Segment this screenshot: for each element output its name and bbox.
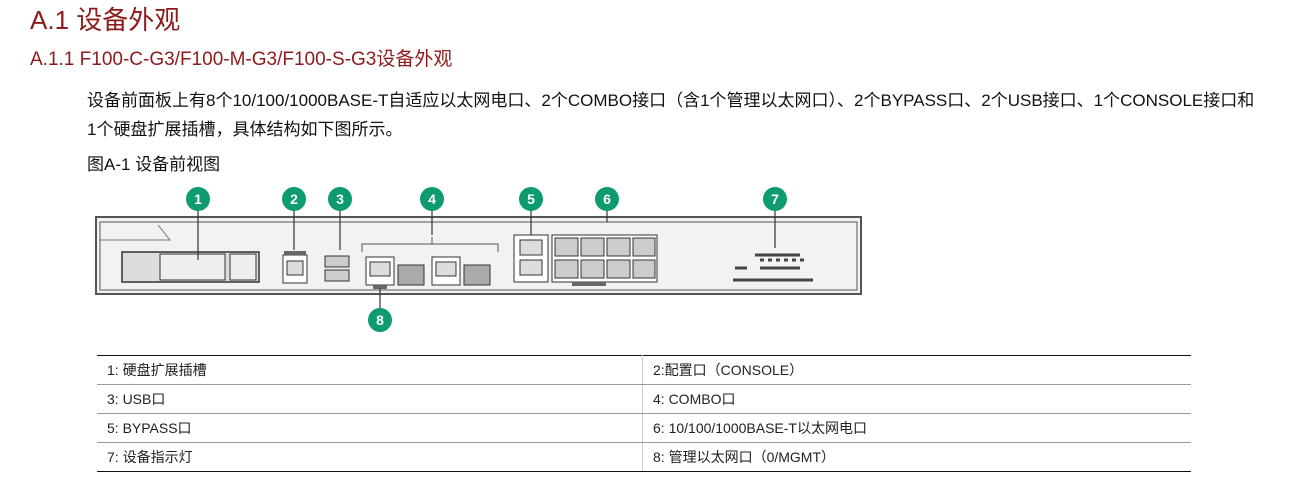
callout-1	[186, 187, 210, 211]
figure-caption: 图A-1 设备前视图	[87, 155, 221, 174]
legend-cell: 1: 硬盘扩展插槽	[97, 355, 643, 385]
section-heading: A.1 设备外观	[30, 5, 181, 35]
legend-cell: 8: 管理以太网口（0/MGMT）	[642, 442, 1191, 472]
callout-4	[420, 187, 444, 211]
usb-ports	[324, 255, 350, 282]
console-port	[282, 251, 308, 284]
legend-cell: 2:配置口（CONSOLE）	[642, 355, 1191, 385]
callout-2	[282, 187, 306, 211]
disk-slot	[121, 251, 260, 283]
callout-label: 3	[336, 191, 344, 207]
callout-label: 8	[376, 312, 384, 328]
indicator-leds	[733, 253, 813, 282]
device-front-view-figure: 1 2 3 4 5 6 7 8	[95, 187, 862, 332]
legend-cell: 5: BYPASS口	[97, 413, 643, 443]
callout-label: 5	[527, 191, 535, 207]
ethernet-ports	[551, 234, 658, 286]
callout-8	[368, 308, 392, 332]
callout-badges	[186, 187, 787, 332]
legend-cell: 3: USB口	[97, 384, 643, 414]
callout-label: 1	[194, 191, 202, 207]
callout-label: 6	[603, 191, 611, 207]
callout-label: 4	[428, 191, 436, 207]
bypass-ports	[513, 234, 549, 283]
callout-7	[763, 187, 787, 211]
callout-6	[595, 187, 619, 211]
callout-5	[519, 187, 543, 211]
callout-leaders	[197, 210, 776, 308]
legend-cell: 4: COMBO口	[642, 384, 1191, 414]
legend-cell: 6: 10/100/1000BASE-T以太网电口	[642, 413, 1191, 443]
subsection-heading: A.1.1 F100-C-G3/F100-M-G3/F100-S-G3设备外观	[30, 49, 453, 70]
callout-3	[328, 187, 352, 211]
callout-label: 7	[771, 191, 779, 207]
callout-label: 2	[290, 191, 298, 207]
combo-ports	[365, 256, 491, 289]
description-paragraph: 设备前面板上有8个10/100/1000BASE-T自适应以太网电口、2个COM…	[87, 91, 1255, 139]
legend-cell: 7: 设备指示灯	[97, 442, 643, 472]
